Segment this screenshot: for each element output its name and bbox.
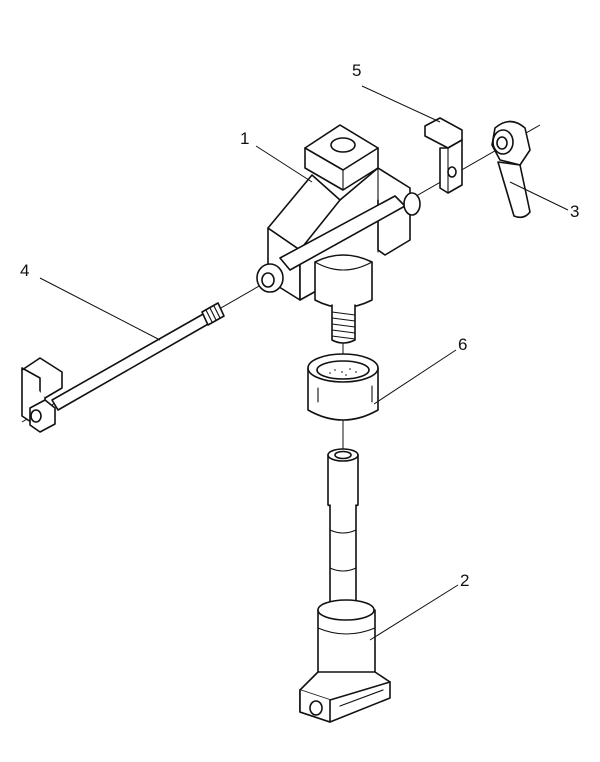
part-4-rod — [21, 302, 225, 433]
leader-line-5 — [361, 85, 441, 123]
leader-line-1 — [255, 145, 313, 183]
callout-6: 6 — [458, 335, 467, 354]
callout-4: 4 — [20, 261, 29, 280]
part-3-lever — [491, 120, 531, 219]
part-6-bushing — [307, 353, 379, 421]
leader-line-3 — [509, 181, 569, 211]
part-2-shaft — [299, 448, 391, 723]
leader-line-6 — [373, 349, 457, 405]
callout-2: 2 — [460, 571, 469, 590]
leader-line-2 — [369, 584, 459, 641]
leader-line-4 — [39, 277, 161, 341]
callout-5: 5 — [352, 61, 361, 80]
callout-1: 1 — [240, 129, 249, 148]
callout-3: 3 — [570, 202, 579, 221]
part-5-clip — [424, 117, 463, 194]
part-1-bracket — [256, 124, 421, 344]
